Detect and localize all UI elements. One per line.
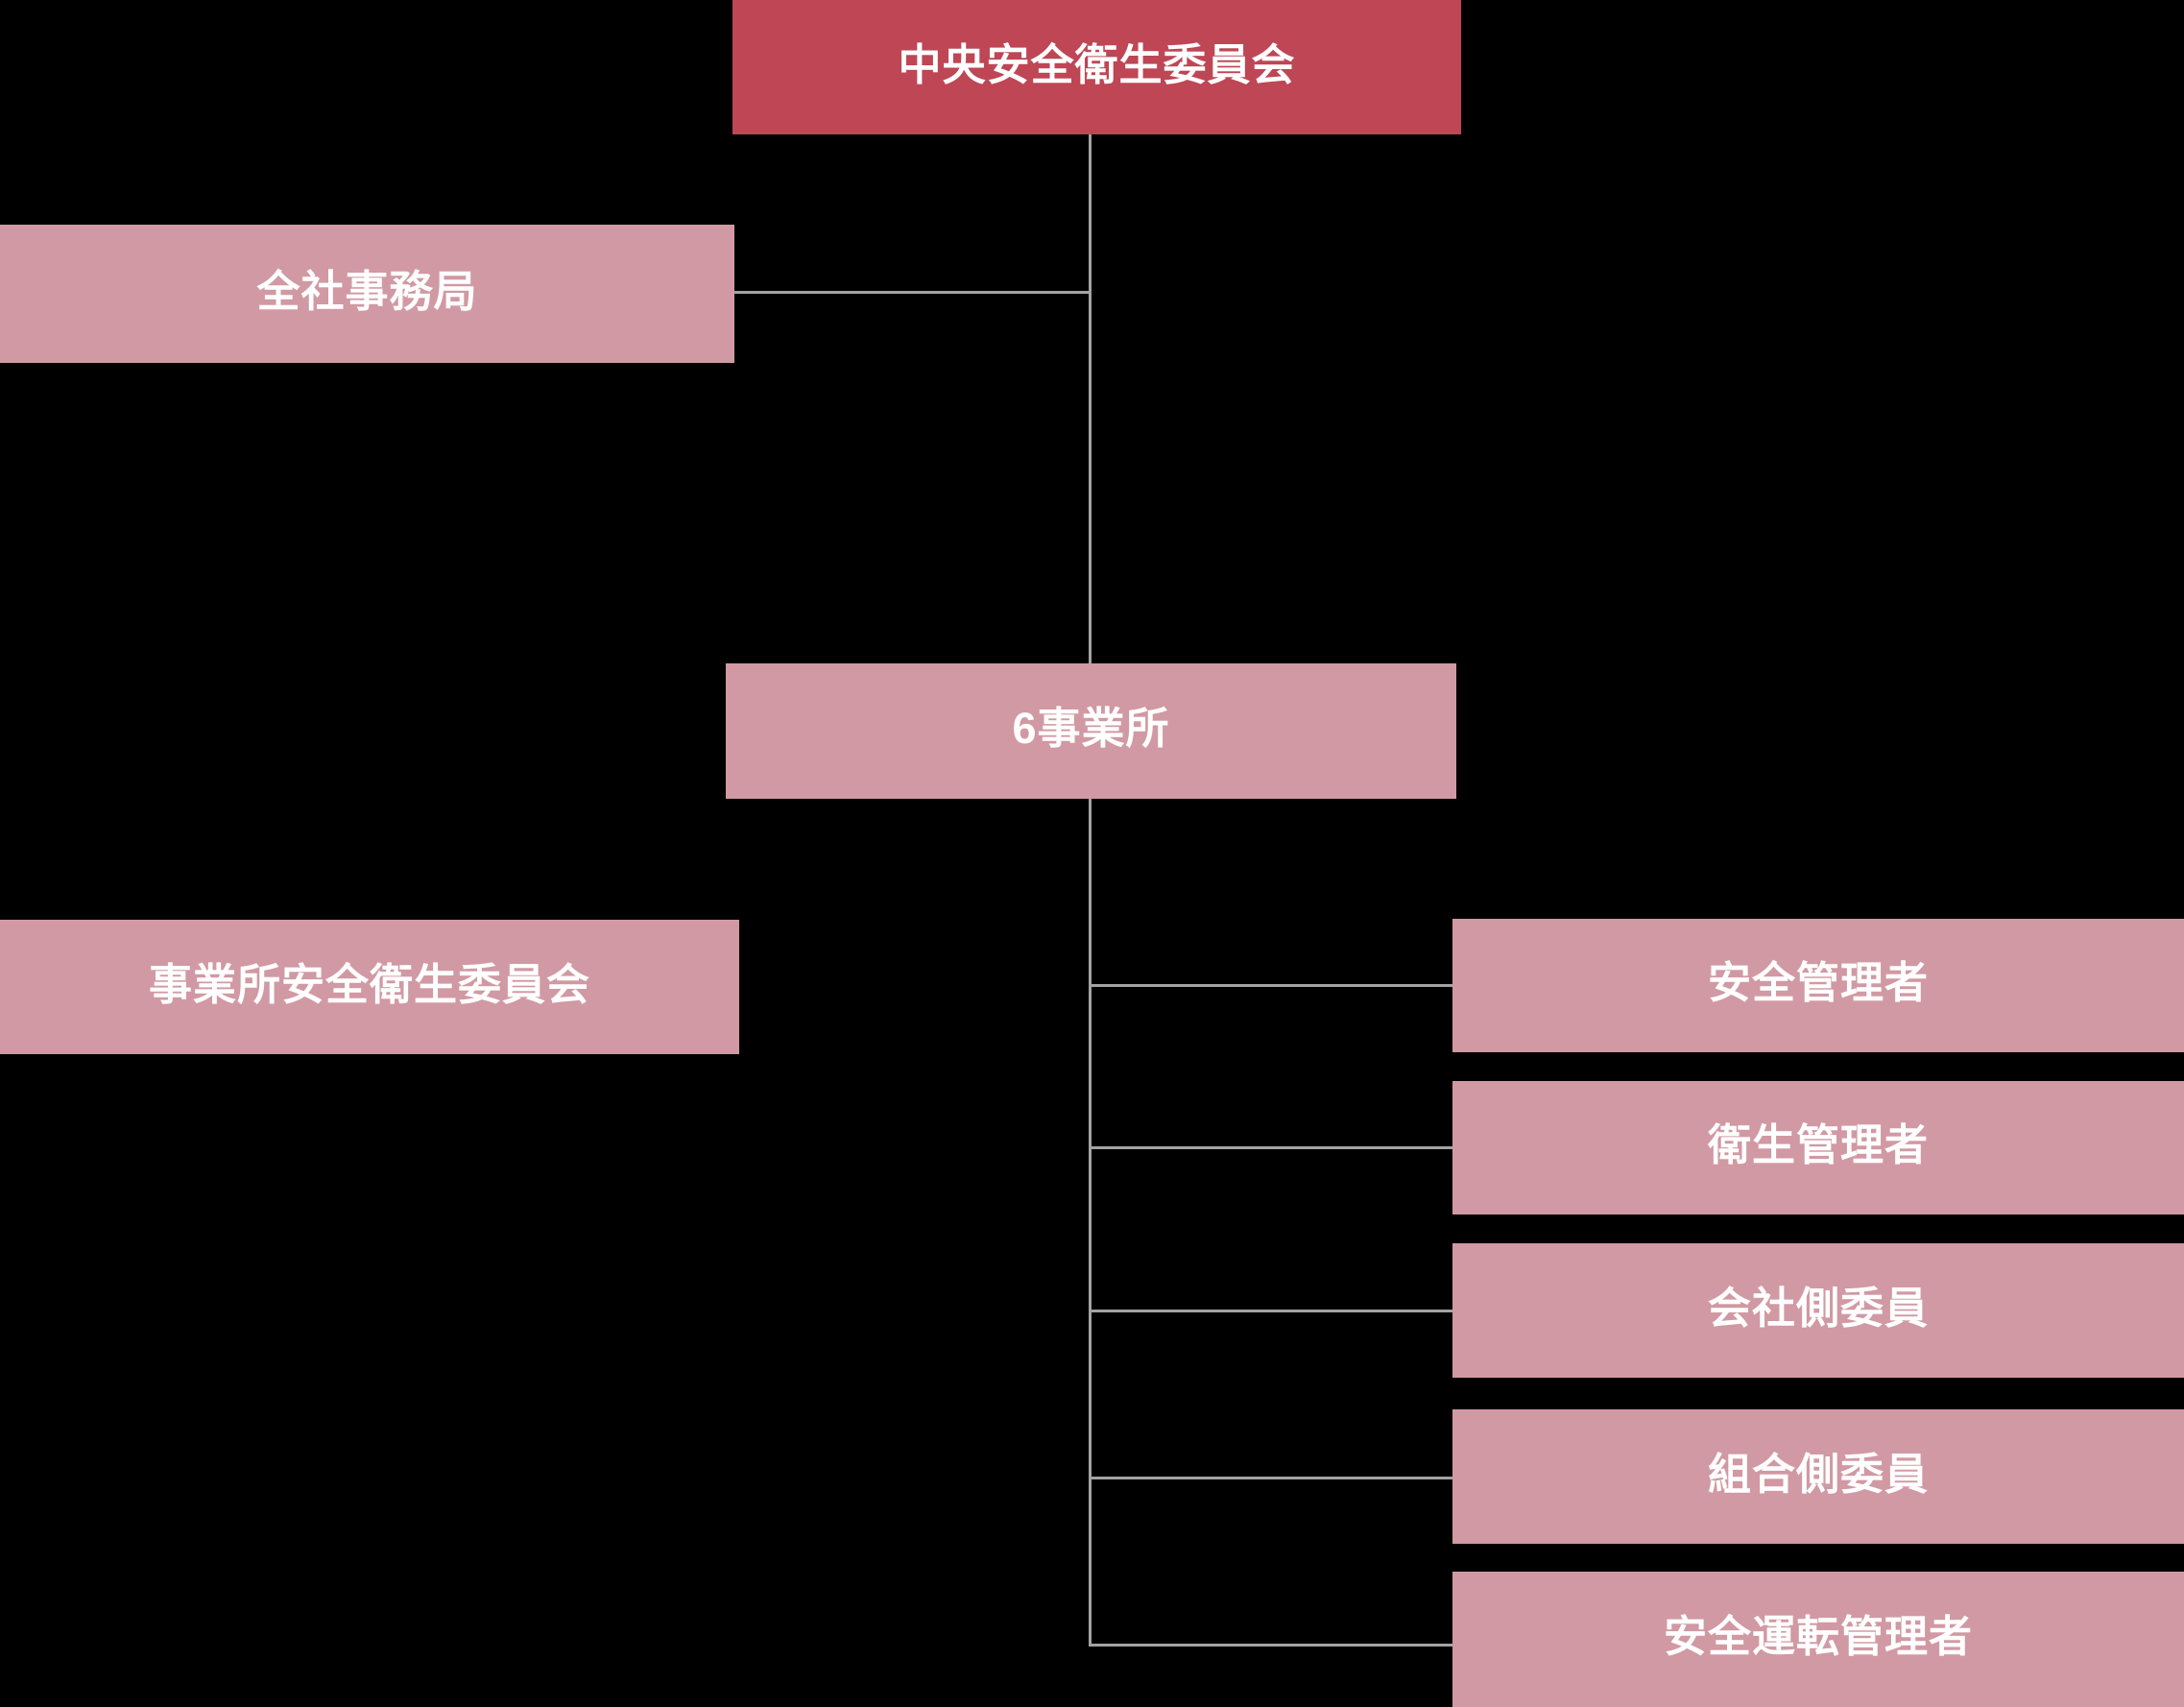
connector-branch-health-manager bbox=[1089, 1146, 1452, 1149]
connector-trunk-lower bbox=[1089, 799, 1092, 1647]
node-label: 安全運転管理者 bbox=[1663, 1612, 1973, 1661]
node-six-business-sites: 6事業所 bbox=[726, 663, 1456, 799]
node-label: 安全管理者 bbox=[1707, 958, 1929, 1007]
node-company-secretariat: 全社事務局 bbox=[0, 225, 734, 363]
connector-trunk-upper bbox=[1089, 134, 1092, 663]
node-label: 全社事務局 bbox=[256, 266, 478, 316]
node-company-side-members: 会社側委員 bbox=[1452, 1243, 2184, 1378]
node-safety-manager: 安全管理者 bbox=[1452, 919, 2184, 1052]
node-label: 中央安全衛生委員会 bbox=[898, 39, 1296, 89]
node-safe-driving-manager: 安全運転管理者 bbox=[1452, 1572, 2184, 1707]
node-label: 会社側委員 bbox=[1707, 1283, 1929, 1333]
connector-branch-safe-driving bbox=[1089, 1644, 1452, 1647]
node-label: 事業所安全衛生委員会 bbox=[148, 959, 590, 1009]
connector-branch-safety-manager bbox=[1089, 984, 1452, 987]
node-central-safety-health-committee: 中央安全衛生委員会 bbox=[732, 0, 1461, 134]
node-union-side-members: 組合側委員 bbox=[1452, 1409, 2184, 1544]
node-site-safety-health-committee: 事業所安全衛生委員会 bbox=[0, 920, 739, 1054]
connector-branch-union-members bbox=[1089, 1477, 1452, 1479]
node-label: 組合側委員 bbox=[1707, 1449, 1929, 1499]
node-label: 衛生管理者 bbox=[1707, 1120, 1929, 1169]
connector-branch-company-members bbox=[1089, 1310, 1452, 1312]
node-health-manager: 衛生管理者 bbox=[1452, 1081, 2184, 1214]
connector-branch-secretariat bbox=[734, 291, 1092, 294]
node-label: 6事業所 bbox=[1012, 704, 1170, 753]
